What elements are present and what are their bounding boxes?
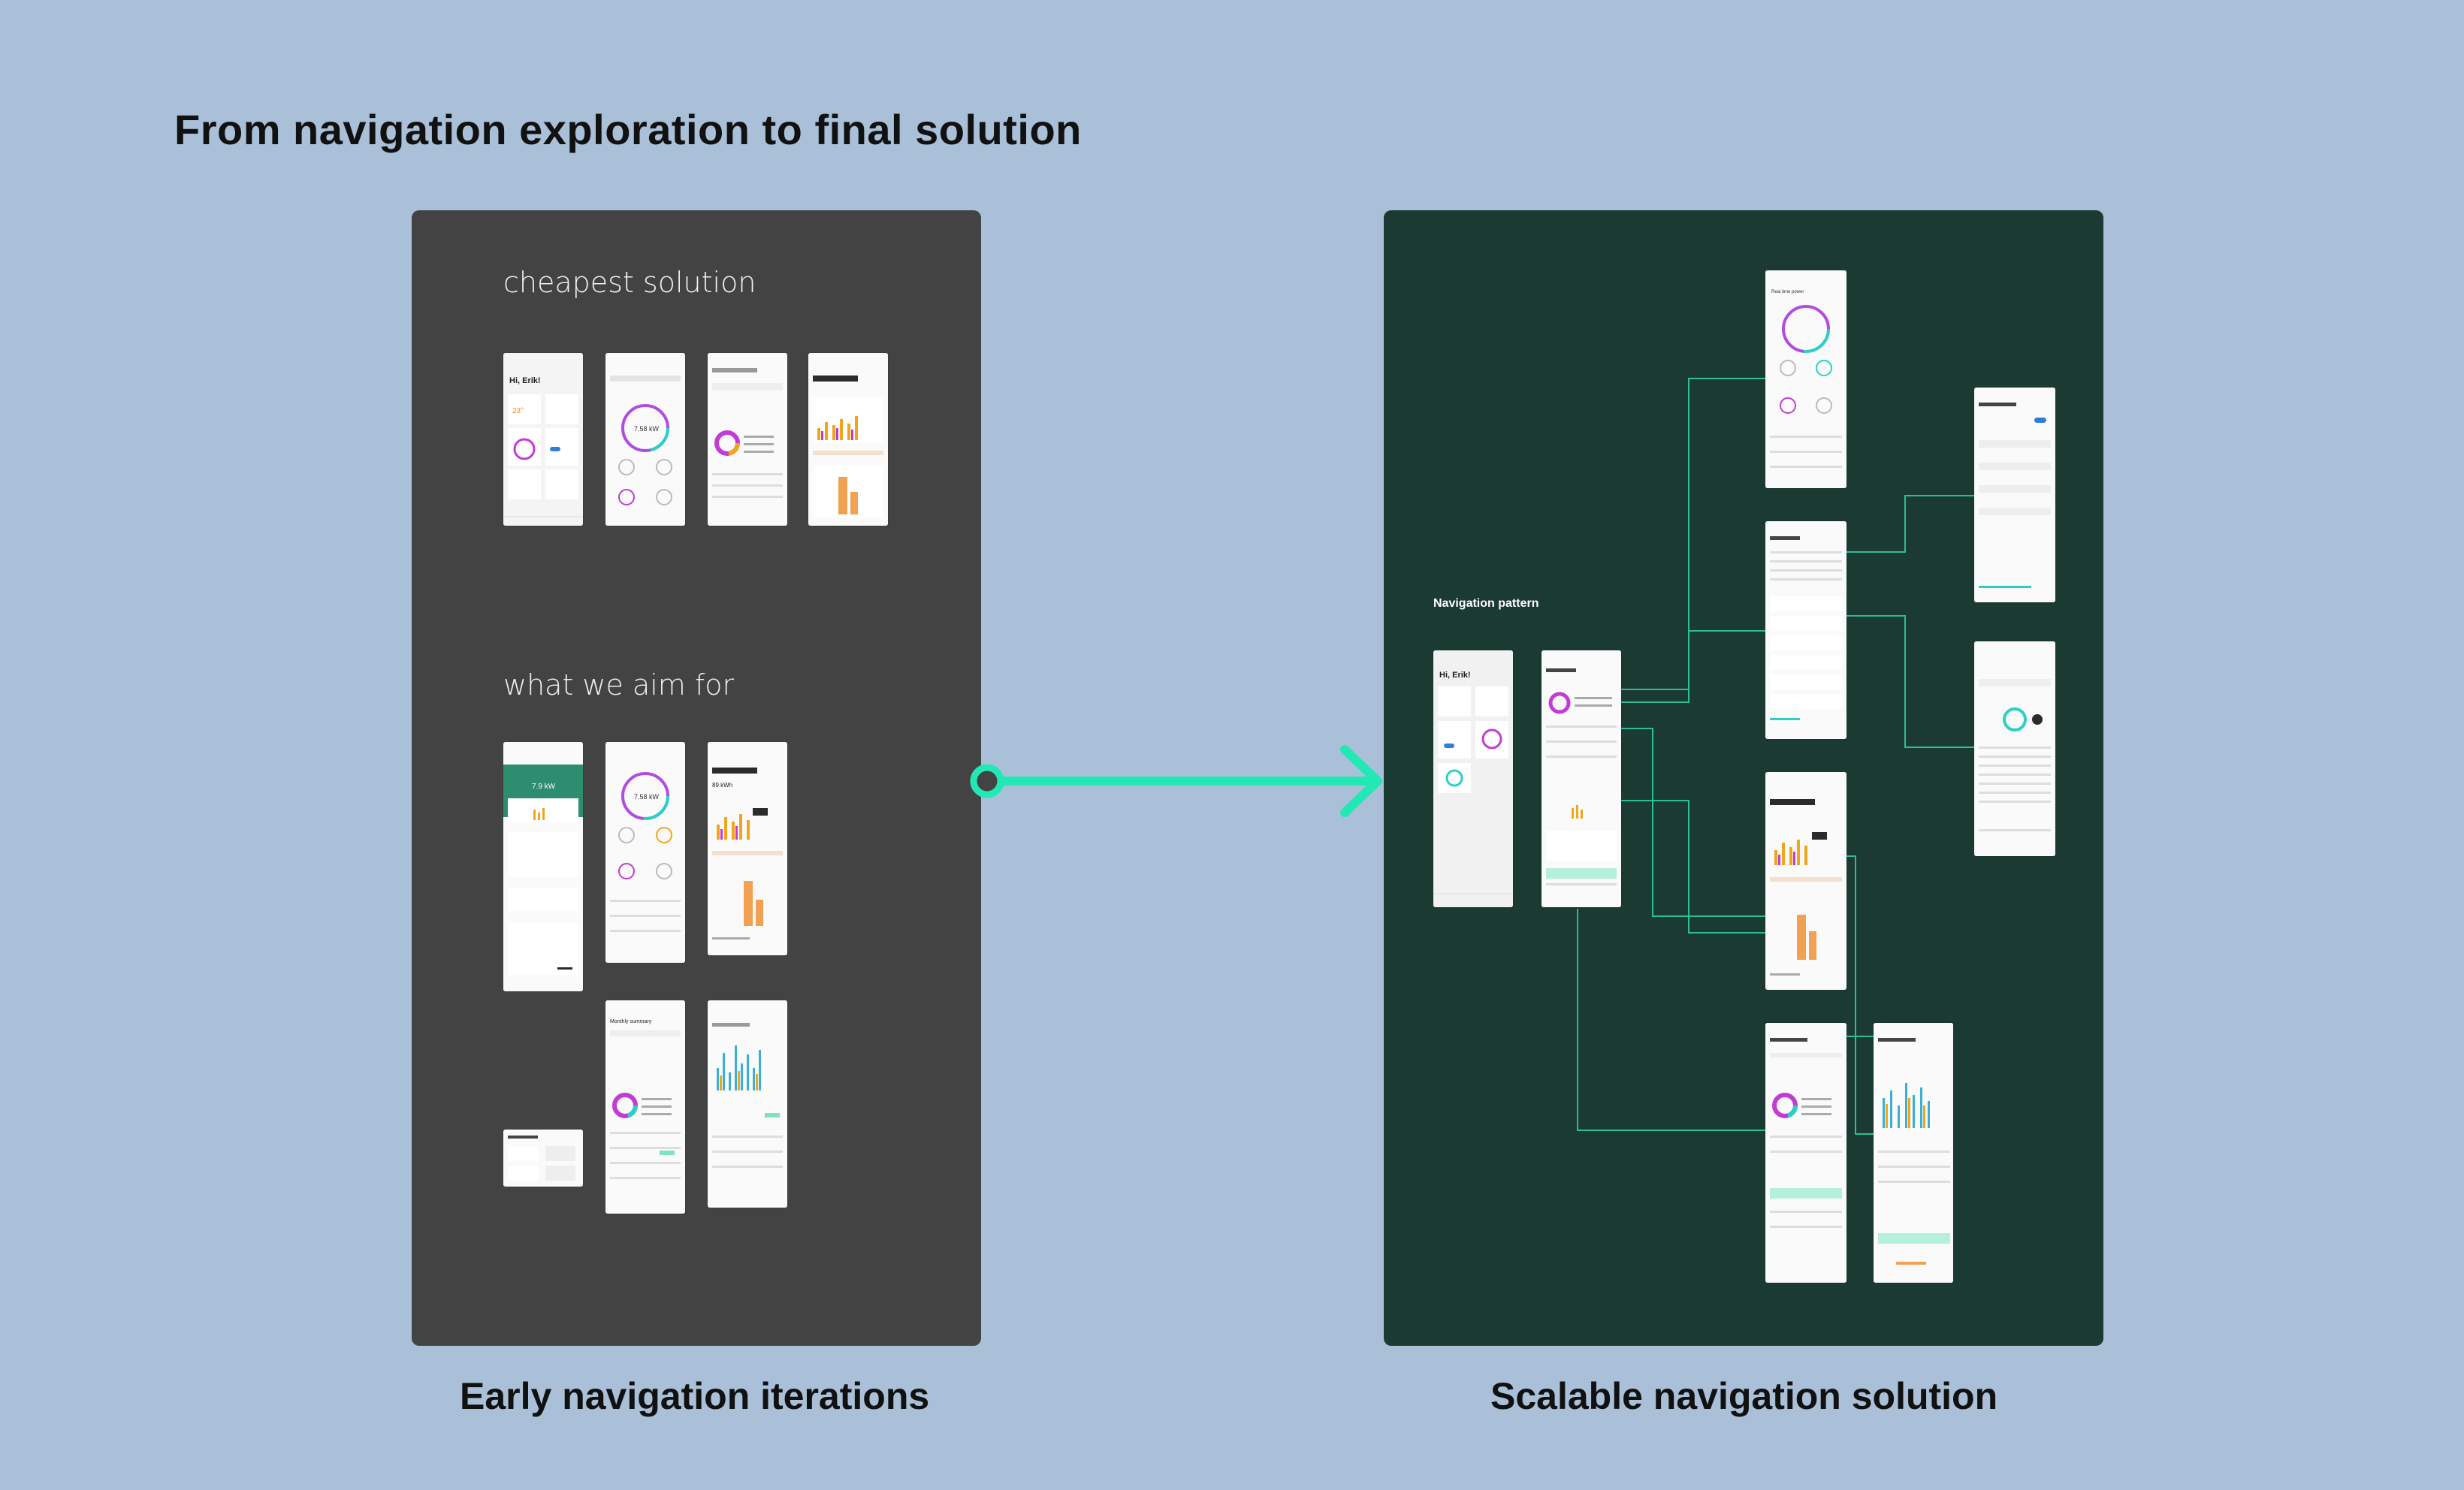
phone-monthly-final	[1765, 1023, 1846, 1283]
phone-nav-energy	[1542, 650, 1621, 907]
phone-power-manager	[1765, 521, 1846, 739]
phone-statistics	[808, 353, 888, 526]
power-flow-text: Real time power	[1771, 290, 1804, 294]
phone-home-screen: Hi, Erik! 23°	[503, 353, 583, 526]
phone-realtime-power: 7.58 kW	[605, 353, 685, 526]
phone-aim-summary-card	[503, 1130, 583, 1187]
scalable-solution-caption: Scalable navigation solution	[1490, 1375, 1998, 1417]
phone-monthly-summary	[708, 353, 787, 526]
temp-text: 23°	[512, 407, 524, 415]
phone-capacity-final	[1874, 1023, 1953, 1283]
navigation-pattern-label: Navigation pattern	[1433, 597, 1539, 610]
summary-text: Monthly summary	[610, 1019, 652, 1024]
phone-nav-home: Hi, Erik!	[1433, 650, 1513, 907]
phone-device-detail	[1974, 641, 2055, 856]
cheapest-solution-label: cheapest solution	[503, 266, 756, 299]
phone-aim-capacity	[708, 1000, 787, 1208]
svg-text:7.58 kW: 7.58 kW	[634, 425, 660, 433]
svg-text:Hi, Erik!: Hi, Erik!	[1439, 671, 1471, 680]
phone-aim-realtime: 7.58 kW	[605, 742, 685, 963]
phone-statistics-final	[1765, 772, 1846, 990]
power-kw-large-text: 7.58 kW	[634, 793, 660, 801]
phone-aim-statistics: 89 kWh	[708, 742, 787, 955]
phone-aim-home: 7.9 kW	[503, 742, 583, 991]
aim-for-label: what we aim for	[503, 668, 735, 701]
page-title: From navigation exploration to final sol…	[174, 106, 1082, 153]
phone-real-time-power: Real time power	[1765, 270, 1846, 488]
phone-aim-monthly: Monthly summary	[605, 1000, 685, 1214]
power-kw-text: 7.9 kW	[532, 783, 556, 791]
energy-text: 89 kWh	[712, 782, 732, 789]
phone-power-manager-settings	[1974, 388, 2055, 602]
greeting-text: Hi, Erik!	[509, 376, 541, 385]
early-iterations-caption: Early navigation iterations	[460, 1375, 930, 1417]
early-iterations-panel	[412, 210, 981, 1346]
